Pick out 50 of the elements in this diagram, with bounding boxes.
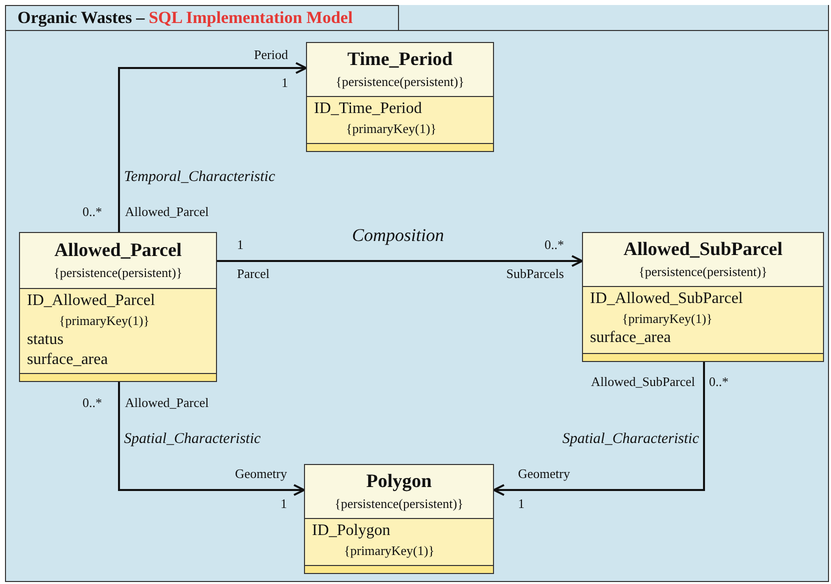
association-name: Spatial_Characteristic bbox=[562, 430, 699, 449]
attribute-constraint: {primaryKey(1)} bbox=[622, 310, 712, 328]
association-end-label: Allowed_Parcel bbox=[125, 395, 209, 411]
association-end-label: Allowed_SubParcel bbox=[591, 374, 695, 390]
association-end-label: Geometry bbox=[235, 466, 287, 482]
class-name: Allowed_SubParcel bbox=[623, 238, 783, 262]
package-subtitle: SQL Implementation Model bbox=[148, 7, 353, 30]
class-stereotype: {persistence(persistent)} bbox=[334, 494, 464, 513]
association-arrow bbox=[217, 255, 583, 267]
class-name: Allowed_Parcel bbox=[54, 238, 182, 262]
association-end-label: Period bbox=[254, 47, 288, 63]
association-end-label: Allowed_Parcel bbox=[125, 204, 209, 220]
association-end-label: 1 bbox=[237, 237, 244, 253]
attribute-name: surface_area bbox=[27, 350, 108, 370]
class-box bbox=[304, 464, 494, 574]
association-end-label: SubParcels bbox=[506, 266, 564, 282]
attribute-constraint: {primaryKey(1)} bbox=[59, 312, 150, 330]
class-box bbox=[306, 42, 494, 152]
class-stereotype: {persistence(persistent)} bbox=[54, 264, 182, 282]
class-stereotype: {persistence(persistent)} bbox=[336, 72, 464, 91]
attribute-name: status bbox=[27, 330, 64, 350]
association-arrow bbox=[118, 382, 305, 496]
association-arrow bbox=[493, 362, 705, 496]
attribute-name: ID_Allowed_Parcel bbox=[27, 291, 155, 311]
attribute-name: ID_Polygon bbox=[312, 521, 390, 541]
class-name: Time_Period bbox=[347, 48, 453, 72]
association-end-label: 1 bbox=[282, 75, 288, 91]
association-end-label: 0..* bbox=[82, 395, 102, 411]
attribute-name: ID_Time_Period bbox=[314, 99, 422, 119]
attribute-constraint: {primaryKey(1)} bbox=[346, 120, 436, 138]
attribute-name: surface_area bbox=[590, 328, 671, 348]
association-name: Temporal_Characteristic bbox=[124, 168, 276, 187]
association-end-label: 0..* bbox=[544, 237, 564, 253]
attribute-constraint: {primaryKey(1)} bbox=[344, 542, 434, 560]
class-box bbox=[19, 232, 217, 382]
association-name: Composition bbox=[352, 225, 444, 245]
association-end-label: Parcel bbox=[237, 266, 270, 282]
association-arrow bbox=[118, 62, 307, 232]
association-end-label: 0..* bbox=[82, 204, 102, 220]
package-title: Organic Wastes – bbox=[18, 7, 145, 30]
association-end-label: Geometry bbox=[518, 466, 570, 482]
association-name: Spatial_Characteristic bbox=[124, 430, 261, 449]
association-end-label: 1 bbox=[518, 496, 524, 512]
association-end-label: 0..* bbox=[709, 374, 728, 390]
association-end-label: 1 bbox=[280, 496, 287, 512]
class-stereotype: {persistence(persistent)} bbox=[638, 262, 768, 281]
package-frame bbox=[5, 5, 829, 582]
attribute-name: ID_Allowed_SubParcel bbox=[590, 289, 743, 309]
class-name: Polygon bbox=[366, 470, 432, 494]
class-box bbox=[582, 232, 824, 362]
